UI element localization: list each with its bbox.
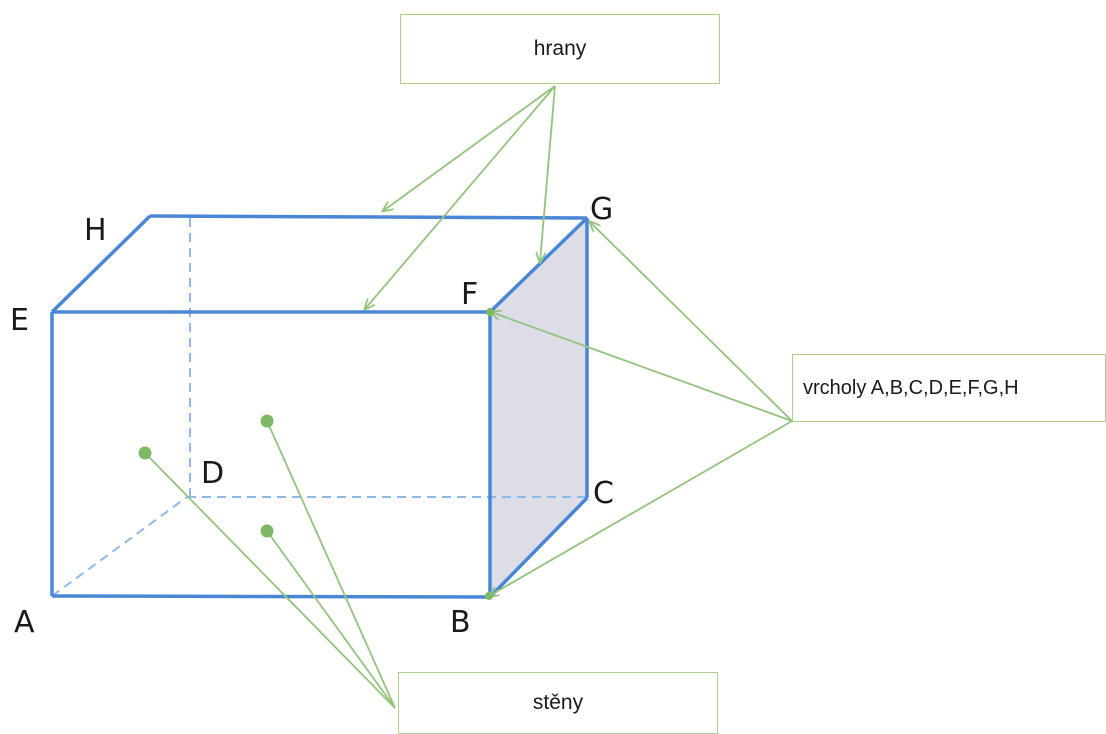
vertices-arrow-F	[491, 312, 793, 422]
vertex-label-E: E	[10, 303, 29, 338]
edge-HG	[149, 214, 588, 220]
faces-line-left	[144, 452, 396, 709]
visible-edges	[50, 214, 589, 599]
edges-arrow-HG	[383, 85, 556, 211]
face-dot-left	[138, 446, 152, 460]
vertices-pointers	[489, 222, 793, 596]
face-markers	[138, 308, 494, 600]
edge-EH	[50, 214, 152, 314]
vertex-label-C: C	[593, 476, 614, 511]
edge-AD	[51, 496, 188, 597]
vertex-dot-B	[485, 592, 493, 600]
face-dot-top	[260, 414, 274, 428]
shaded-right-face	[490, 220, 587, 597]
vertex-label-F: F	[461, 277, 478, 312]
vertex-label-G: G	[590, 192, 613, 227]
edges-arrow-FG	[540, 85, 556, 262]
edge-AB	[51, 594, 491, 599]
edge-CB	[488, 496, 589, 599]
vertices-arrow-G	[590, 222, 793, 422]
edges-callout: hrany	[400, 14, 720, 84]
vertices-callout: vrcholy A,B,C,D,E,F,G,H	[792, 354, 1106, 422]
vertices-callout-label: vrcholy A,B,C,D,E,F,G,H	[803, 376, 1019, 399]
vertex-dot-F	[486, 308, 494, 316]
hidden-edges	[51, 216, 587, 597]
faces-callout: stěny	[398, 672, 718, 734]
faces-line-top	[266, 420, 396, 709]
vertex-label-B: B	[450, 605, 471, 640]
vertex-labels: A B C D E F G H	[10, 192, 614, 640]
face-dot-front	[260, 524, 274, 538]
edges-arrow-EF	[365, 85, 556, 309]
edge-FG	[488, 216, 589, 314]
faces-callout-label: stěny	[532, 691, 584, 714]
vertex-label-A: A	[14, 605, 35, 640]
vertex-label-H: H	[84, 213, 107, 248]
edges-pointers	[365, 85, 556, 309]
faces-line-front	[266, 530, 396, 709]
vertex-label-D: D	[201, 456, 224, 491]
vertices-arrow-B	[489, 420, 793, 596]
edges-callout-label: hrany	[533, 37, 587, 60]
faces-pointers	[144, 420, 396, 709]
